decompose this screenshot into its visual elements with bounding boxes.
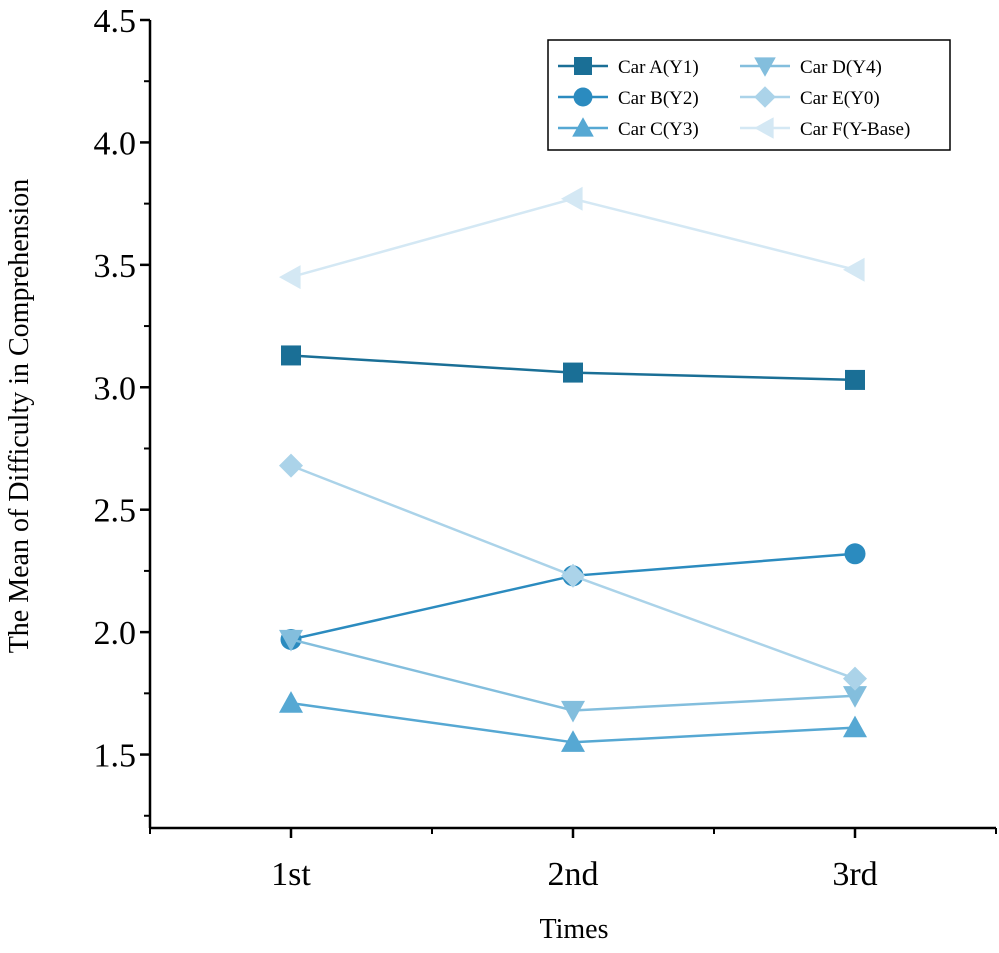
- data-point: [843, 257, 865, 282]
- series-layer: [279, 186, 867, 752]
- legend-label: Car C(Y3): [618, 119, 699, 140]
- legend-label: Car E(Y0): [800, 88, 880, 109]
- legend-marker: [754, 117, 774, 139]
- data-point: [843, 686, 867, 708]
- data-point: [844, 543, 866, 565]
- y-axis: 1.5 2.0 2.5 3.0 3.5 4.0 4.5: [94, 3, 150, 817]
- data-point: [279, 453, 303, 478]
- series-line: [290, 638, 856, 712]
- y-tick-label: 1.5: [94, 738, 137, 775]
- legend-marker: [572, 117, 594, 137]
- data-point: [279, 265, 301, 290]
- legend-item: Car C(Y3): [558, 117, 699, 140]
- x-tick-label: 2nd: [548, 856, 599, 893]
- legend-marker: [574, 57, 592, 75]
- legend-label: Car A(Y1): [618, 57, 699, 78]
- x-tick-label: 3rd: [832, 856, 877, 893]
- y-tick-label: 4.0: [94, 125, 137, 162]
- series-line: [290, 197, 856, 279]
- legend-item: Car B(Y2): [558, 87, 699, 109]
- legend-marker: [754, 86, 776, 108]
- data-point: [561, 186, 583, 211]
- data-point: [279, 691, 303, 713]
- data-point: [279, 629, 303, 652]
- series-2: [280, 543, 866, 650]
- legend: Car A(Y1) Car B(Y2) Car C(Y3) Car D(Y4) Car …: [547, 39, 951, 151]
- data-point: [563, 362, 583, 383]
- legend-label: Car F(Y-Base): [800, 119, 910, 140]
- data-point: [281, 345, 301, 366]
- series-3: [279, 691, 867, 752]
- data-point: [843, 715, 867, 738]
- legend-marker: [573, 87, 593, 107]
- legend-label: Car D(Y4): [800, 57, 882, 78]
- x-axis: 1st 2nd 3rd: [149, 828, 997, 893]
- data-point: [561, 730, 585, 752]
- legend-item: Car F(Y-Base): [740, 117, 910, 140]
- data-point: [561, 700, 585, 723]
- data-point: [845, 369, 865, 390]
- y-axis-title: The Mean of Difficulty in Comprehension: [4, 179, 35, 654]
- legend-marker: [754, 57, 776, 77]
- series-5: [279, 453, 867, 691]
- legend-box: [547, 39, 951, 151]
- y-tick-label: 2.0: [94, 615, 137, 652]
- x-tick-label: 1st: [271, 856, 311, 893]
- x-axis-title: Times: [539, 914, 608, 945]
- y-tick-label: 2.5: [94, 493, 137, 530]
- y-tick-label: 3.5: [94, 248, 137, 285]
- series-6: [279, 186, 865, 290]
- legend-item: Car A(Y1): [558, 57, 699, 78]
- data-point: [843, 666, 867, 691]
- series-1: [281, 345, 865, 390]
- legend-item: Car D(Y4): [740, 57, 882, 78]
- y-tick-label: 4.5: [94, 3, 137, 40]
- legend-label: Car B(Y2): [618, 88, 699, 109]
- series-4: [279, 629, 867, 723]
- y-tick-label: 3.0: [94, 370, 137, 407]
- legend-item: Car E(Y0): [740, 86, 880, 109]
- data-point: [561, 563, 585, 588]
